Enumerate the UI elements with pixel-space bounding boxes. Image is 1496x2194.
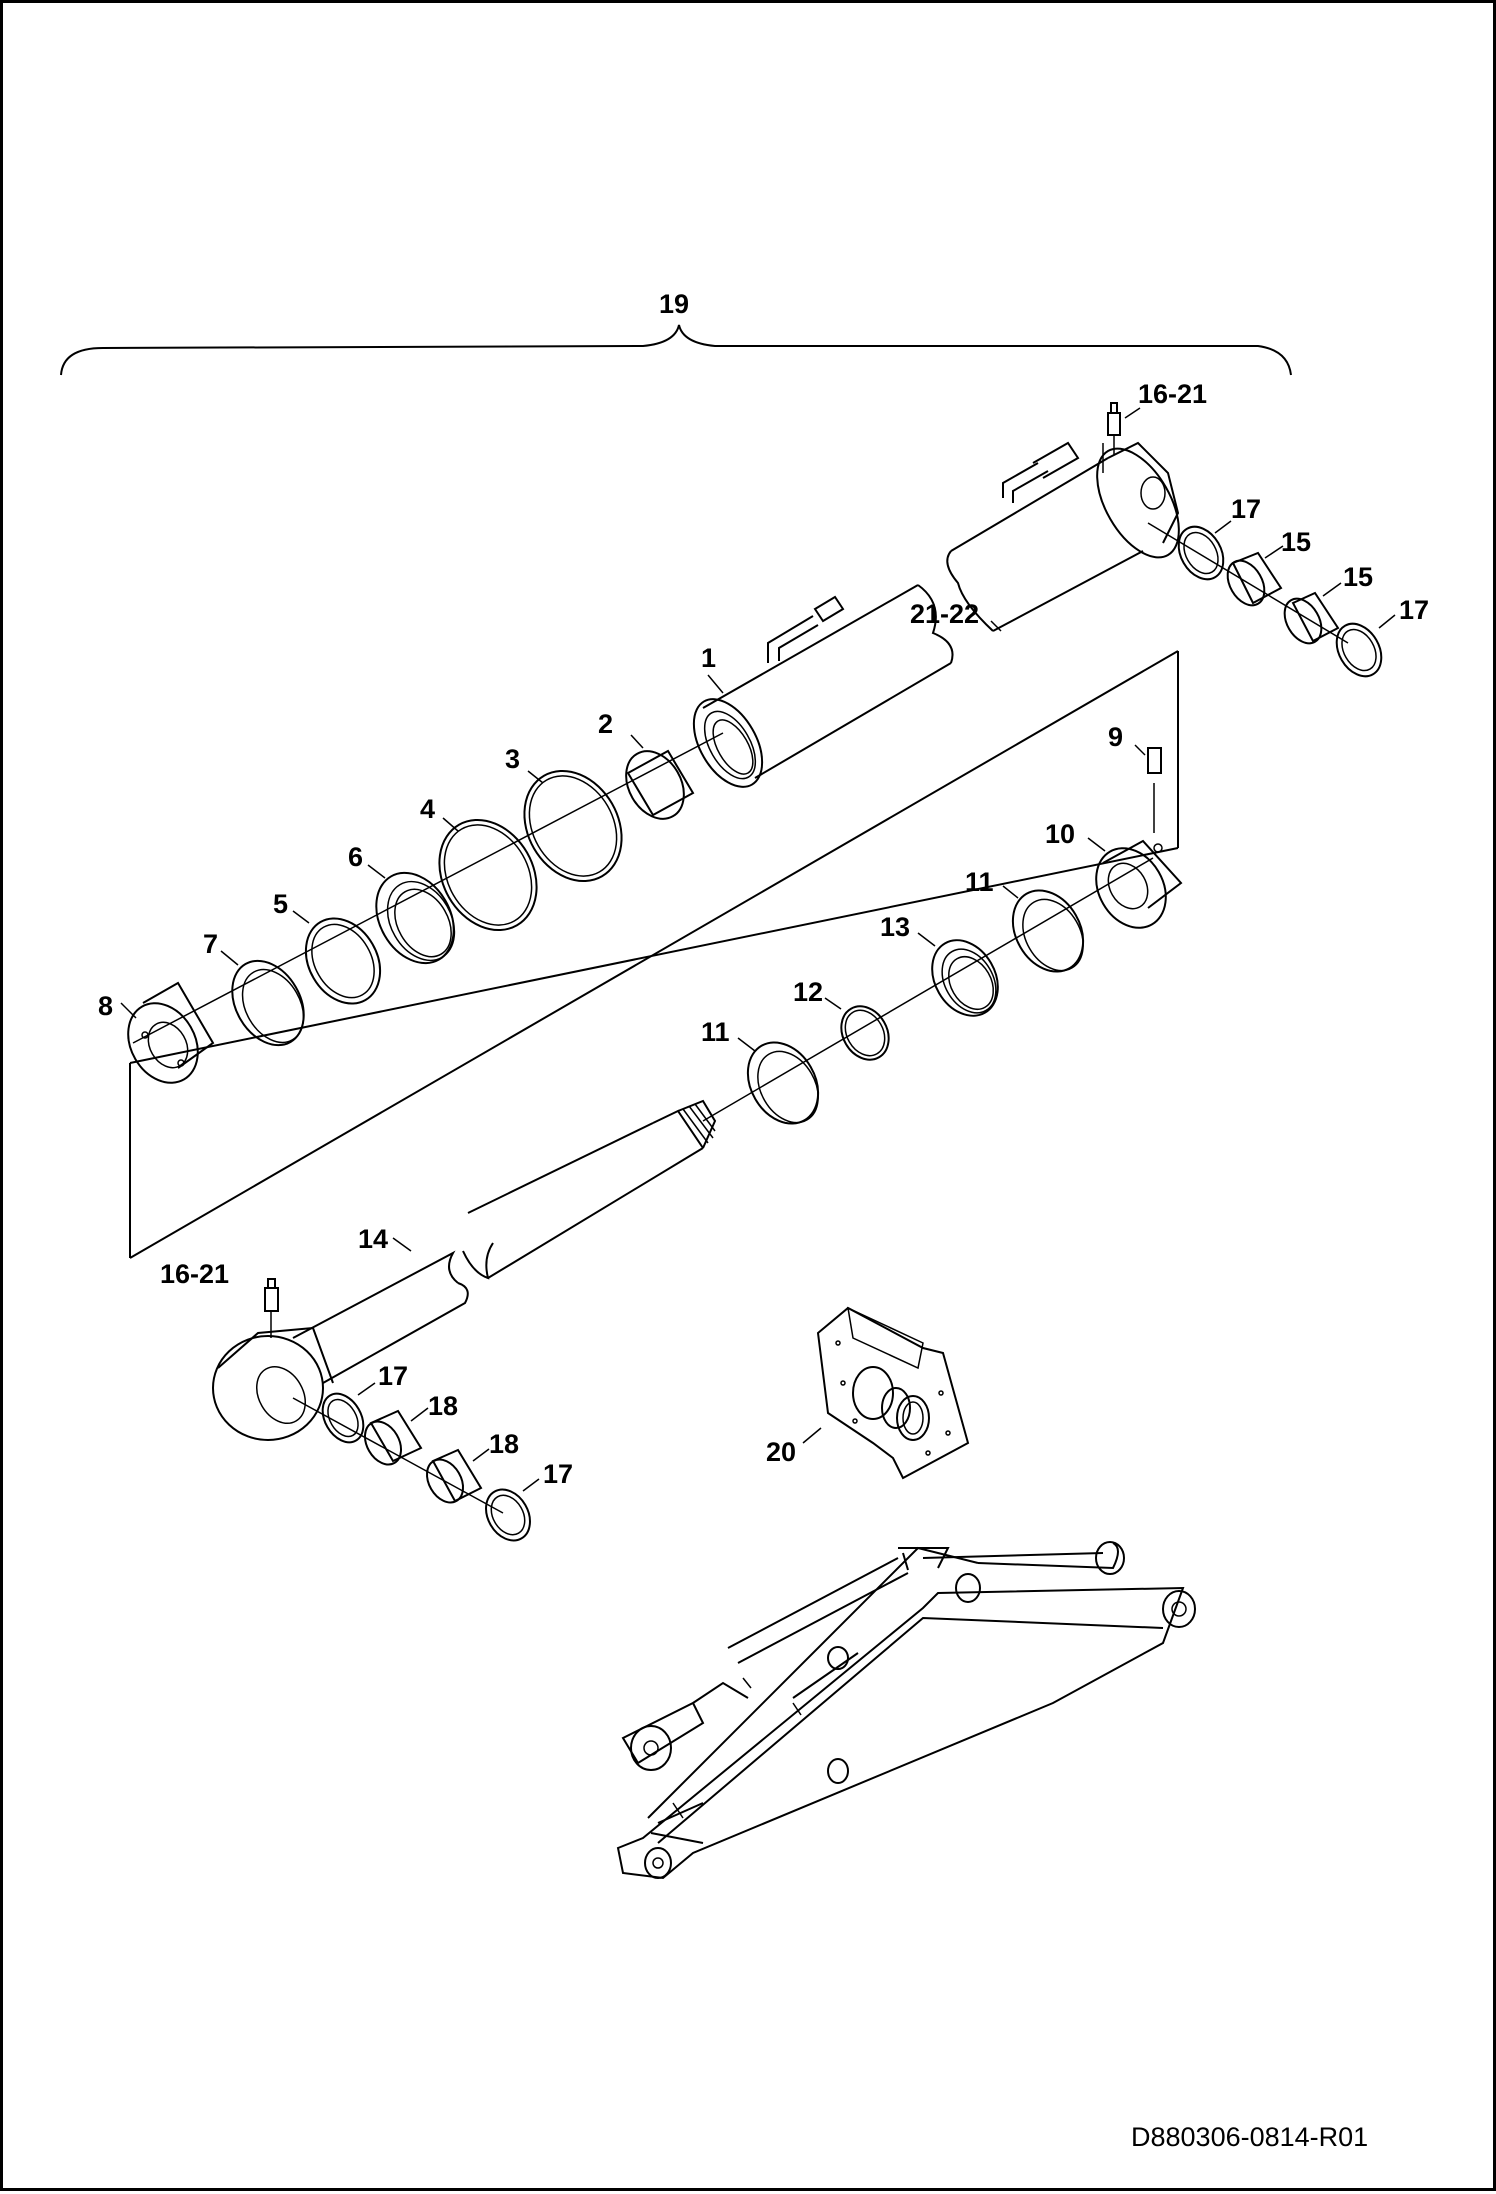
assembly-frame-lines	[129, 650, 1179, 1259]
grease-nipple-top-16-21: 16-21	[1107, 379, 1207, 455]
callout-17-bottom-a: 17	[378, 1361, 408, 1391]
exploded-parts-diagram: 19 1 21-22 16-21	[60, 289, 1429, 2152]
callout-15-top-b: 15	[1343, 562, 1373, 592]
callout-6: 6	[348, 842, 363, 872]
drawing-reference-number: D880306-0814-R01	[1131, 2122, 1368, 2152]
callout-18-bottom-a: 18	[428, 1391, 458, 1421]
callout-13: 13	[880, 912, 910, 942]
cylinder-tube-part-1: 1	[692, 584, 954, 788]
callout-17-bottom-b: 17	[543, 1459, 573, 1489]
callout-16-21-bottom: 16-21	[160, 1259, 229, 1289]
callout-4: 4	[420, 794, 435, 824]
callout-11-upper: 11	[965, 867, 994, 897]
callout-15-top-a: 15	[1281, 527, 1311, 557]
callout-17-top-a: 17	[1231, 494, 1261, 524]
callout-19: 19	[659, 289, 689, 319]
callout-11-lower: 11	[701, 1017, 730, 1047]
callout-2: 2	[598, 709, 613, 739]
callout-10: 10	[1045, 819, 1075, 849]
callout-20: 20	[766, 1437, 796, 1467]
callout-9: 9	[1108, 722, 1123, 752]
callout-8: 8	[98, 991, 113, 1021]
pin-bushing-group-top: 17 15 15 17	[1147, 494, 1429, 678]
piston-rod-part-14: 14	[212, 1099, 717, 1441]
callout-14: 14	[358, 1224, 388, 1254]
callout-1: 1	[701, 643, 716, 673]
callout-21-22: 21-22	[910, 599, 979, 629]
callout-17-top-b: 17	[1399, 595, 1429, 625]
assembly-bracket-19: 19	[60, 289, 1292, 376]
head-seal-rings: 2 3 4 6 5 7 8	[98, 709, 724, 1084]
callout-5: 5	[273, 889, 288, 919]
seal-kit-part-20: 20	[766, 1306, 970, 1480]
callout-7: 7	[203, 929, 218, 959]
callout-12: 12	[793, 977, 823, 1007]
excavator-boom-illustration	[616, 1541, 1196, 1880]
callout-16-21-top: 16-21	[1138, 379, 1207, 409]
piston-seal-group: 9 10 11 13 12 11	[701, 722, 1183, 1125]
grease-nipple-bottom-16-21: 16-21	[160, 1259, 279, 1338]
callout-3: 3	[505, 744, 520, 774]
pin-bushing-group-bottom: 17 18 18 17	[292, 1361, 573, 1542]
callout-18-bottom-b: 18	[489, 1429, 519, 1459]
cylinder-tube-rear-part-21-22: 21-22	[910, 441, 1180, 632]
